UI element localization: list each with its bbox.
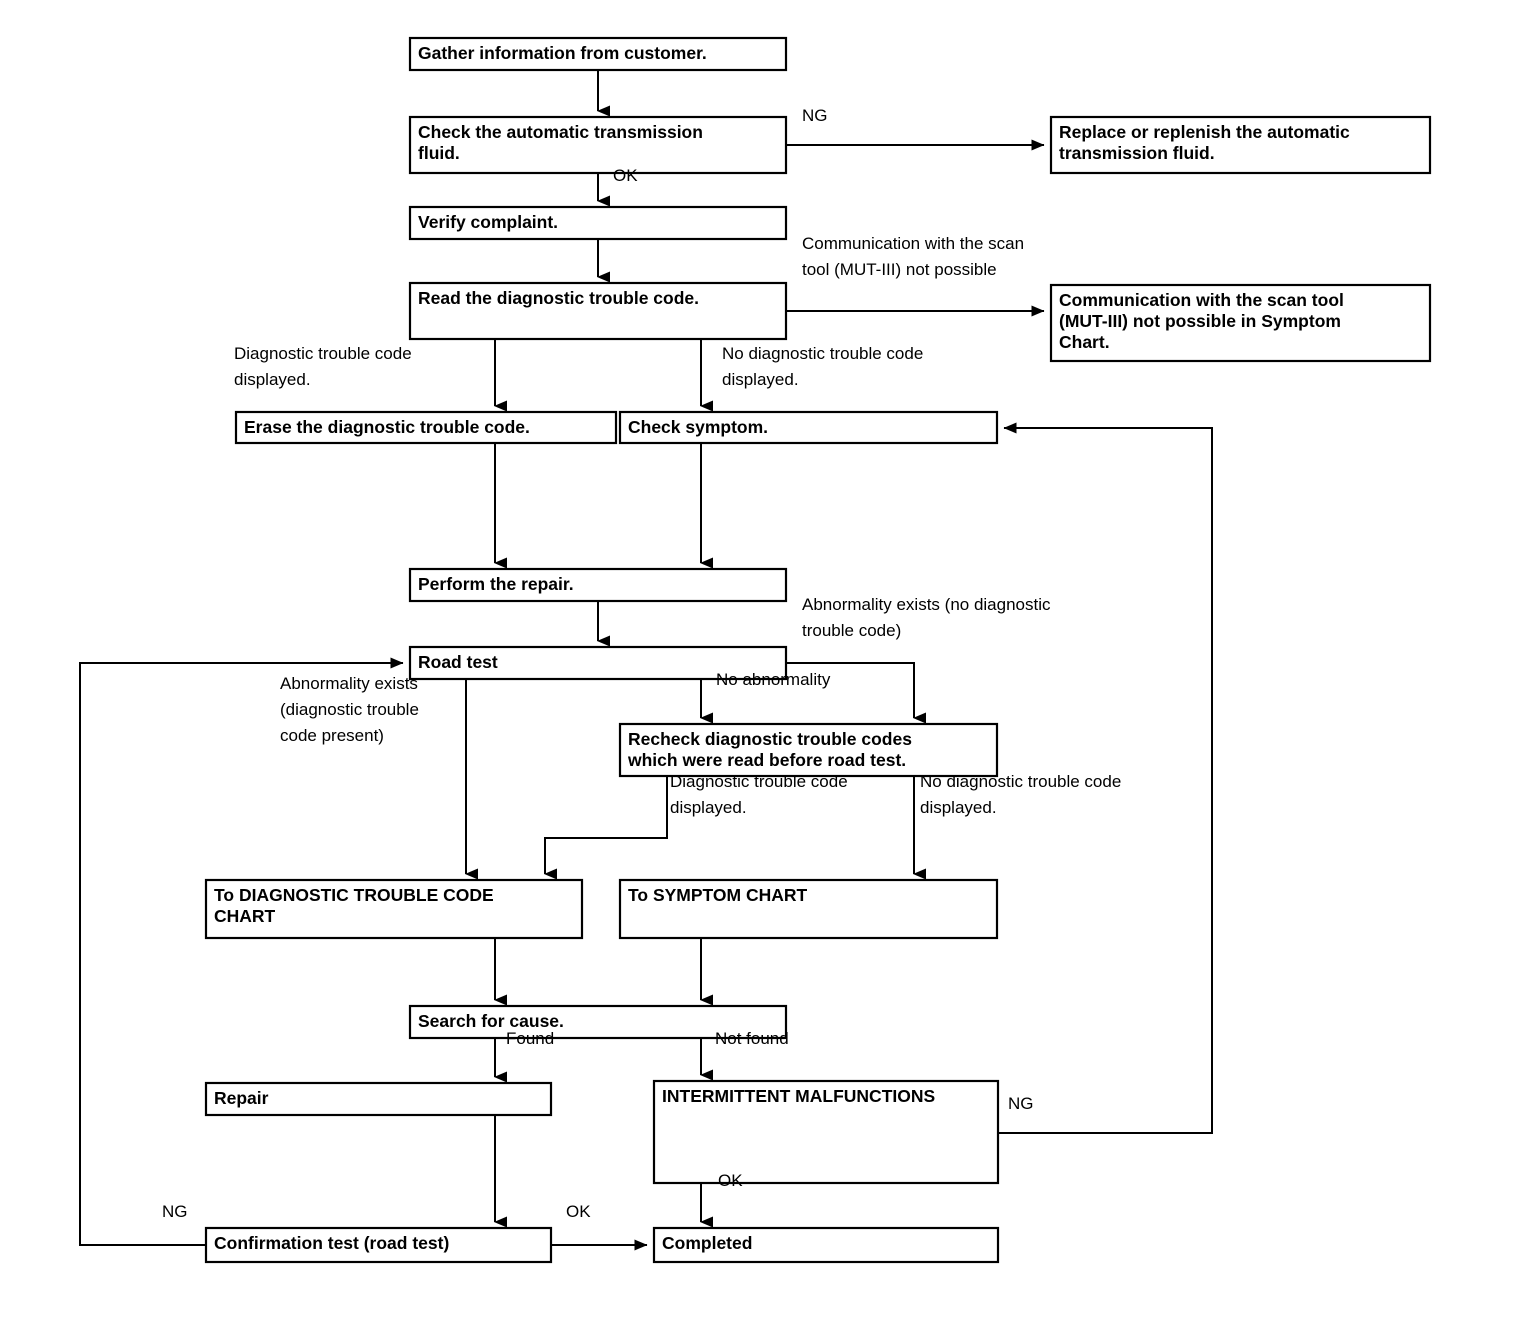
node-read_dtc[interactable]: Read the diagnostic trouble code. (408, 281, 788, 341)
edge-label-ng_intermittent: NG (1008, 1094, 1034, 1113)
node-box-replace_fluid (1049, 115, 1432, 175)
node-box-gather (408, 36, 788, 72)
node-label-gather: Gather information from customer. (418, 43, 707, 63)
node-label-to_symptom: To SYMPTOM CHART (628, 885, 808, 905)
node-label-completed: Completed (662, 1233, 752, 1253)
node-label-repair: Repair (214, 1088, 269, 1108)
edge-label-ng_confirmation: NG (162, 1202, 188, 1221)
node-box-road_test (408, 645, 788, 681)
nodes-layer: Gather information from customer. Check t… (204, 36, 1432, 1264)
node-erase_dtc[interactable]: Erase the diagnostic trouble code. (234, 410, 618, 445)
node-box-perform_repair (408, 567, 788, 603)
node-label-intermittent: INTERMITTENT MALFUNCTIONS (662, 1086, 935, 1106)
edge-label-ok_intermittent: OK (718, 1171, 743, 1190)
edge-roadtest-right-to-recheck (786, 662, 926, 724)
node-no_comm[interactable]: Communication with the scan tool(MUT-III… (1049, 283, 1432, 363)
node-label-confirmation: Confirmation test (road test) (214, 1233, 449, 1253)
edge-confirmation-ng-to-roadtest (79, 657, 404, 1246)
edge-label-found: Found (506, 1029, 554, 1048)
node-check_symptom[interactable]: Check symptom. (618, 410, 999, 445)
node-search_cause[interactable]: Search for cause. (408, 1004, 788, 1040)
node-box-repair (204, 1081, 553, 1117)
node-box-check_fluid (408, 115, 788, 175)
node-confirmation[interactable]: Confirmation test (road test) (204, 1226, 553, 1264)
edge-label-ok_confirmation: OK (566, 1202, 591, 1221)
edge-label-ok_fluid: OK (613, 166, 638, 185)
node-verify[interactable]: Verify complaint. (408, 205, 788, 241)
node-to_symptom[interactable]: To SYMPTOM CHART (618, 878, 999, 940)
node-label-verify: Verify complaint. (418, 212, 558, 232)
node-box-to_dtc_chart (204, 878, 584, 940)
node-label-check_symptom: Check symptom. (628, 417, 768, 437)
node-label-perform_repair: Perform the repair. (418, 574, 574, 594)
node-box-intermittent (652, 1079, 1000, 1185)
edge-label-no_abnormality: No abnormality (716, 670, 831, 689)
node-repair[interactable]: Repair (204, 1081, 553, 1117)
node-box-no_comm (1049, 283, 1432, 363)
edge-intermittent-ng-to-symptom (998, 422, 1213, 1134)
node-box-confirmation (204, 1226, 553, 1264)
node-label-search_cause: Search for cause. (418, 1011, 564, 1031)
node-completed[interactable]: Completed (652, 1226, 1000, 1264)
node-gather[interactable]: Gather information from customer. (408, 36, 788, 72)
node-perform_repair[interactable]: Perform the repair. (408, 567, 788, 603)
node-label-erase_dtc: Erase the diagnostic trouble code. (244, 417, 530, 437)
node-box-erase_dtc (234, 410, 618, 445)
node-road_test[interactable]: Road test (408, 645, 788, 681)
node-label-read_dtc: Read the diagnostic trouble code. (418, 288, 699, 308)
node-box-recheck (618, 722, 999, 778)
edges-layer (79, 70, 1213, 1251)
node-box-completed (652, 1226, 1000, 1264)
edge-label-ng_fluid: NG (802, 106, 828, 125)
node-label-road_test: Road test (418, 652, 498, 672)
node-box-to_symptom (618, 878, 999, 940)
edge-recheck-to-dtcchart (544, 776, 668, 880)
node-box-verify (408, 205, 788, 241)
node-label-no_comm: Communication with the scan tool(MUT-III… (1059, 290, 1344, 352)
node-box-read_dtc (408, 281, 788, 341)
node-box-check_symptom (618, 410, 999, 445)
node-intermittent[interactable]: INTERMITTENT MALFUNCTIONS (652, 1079, 1000, 1185)
node-box-search_cause (408, 1004, 788, 1040)
edge-label-not_found: Not found (715, 1029, 789, 1048)
